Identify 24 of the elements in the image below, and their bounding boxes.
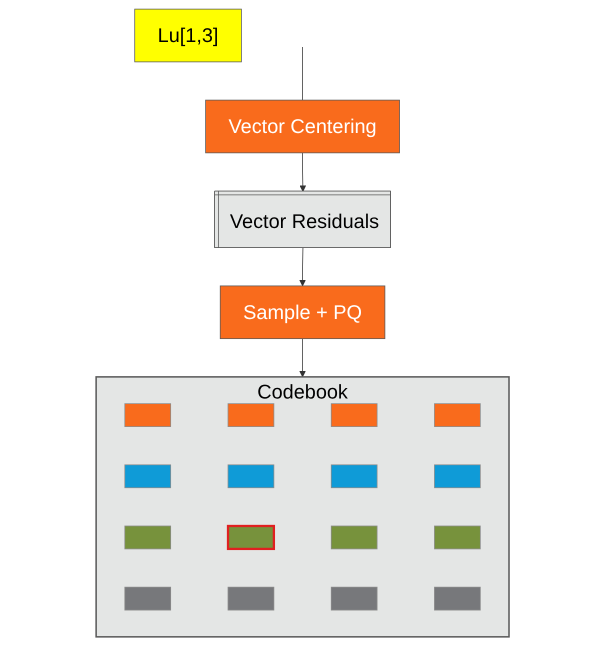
node-box	[228, 586, 275, 610]
node-box	[124, 464, 172, 488]
node-box: Lu[1,3]	[134, 8, 242, 62]
node-box	[434, 586, 482, 610]
node-box	[331, 586, 378, 610]
node-box	[228, 403, 275, 427]
node-box	[228, 464, 275, 488]
node-box	[331, 464, 378, 488]
connector	[302, 46, 304, 100]
node-box	[331, 403, 378, 427]
node-box	[227, 524, 276, 550]
node-box: Sample + PQ	[220, 286, 386, 340]
node-box	[434, 464, 482, 488]
node-box	[124, 403, 172, 427]
node-box	[434, 403, 482, 427]
arrow	[300, 338, 306, 378]
arrow	[300, 152, 307, 192]
node-box	[124, 586, 172, 610]
node-box: Vector Centering	[206, 100, 400, 154]
arrow	[300, 248, 306, 286]
node-box	[331, 526, 378, 550]
node-box	[434, 526, 482, 550]
cluster: Codebook	[96, 376, 510, 638]
node-box	[124, 526, 172, 550]
